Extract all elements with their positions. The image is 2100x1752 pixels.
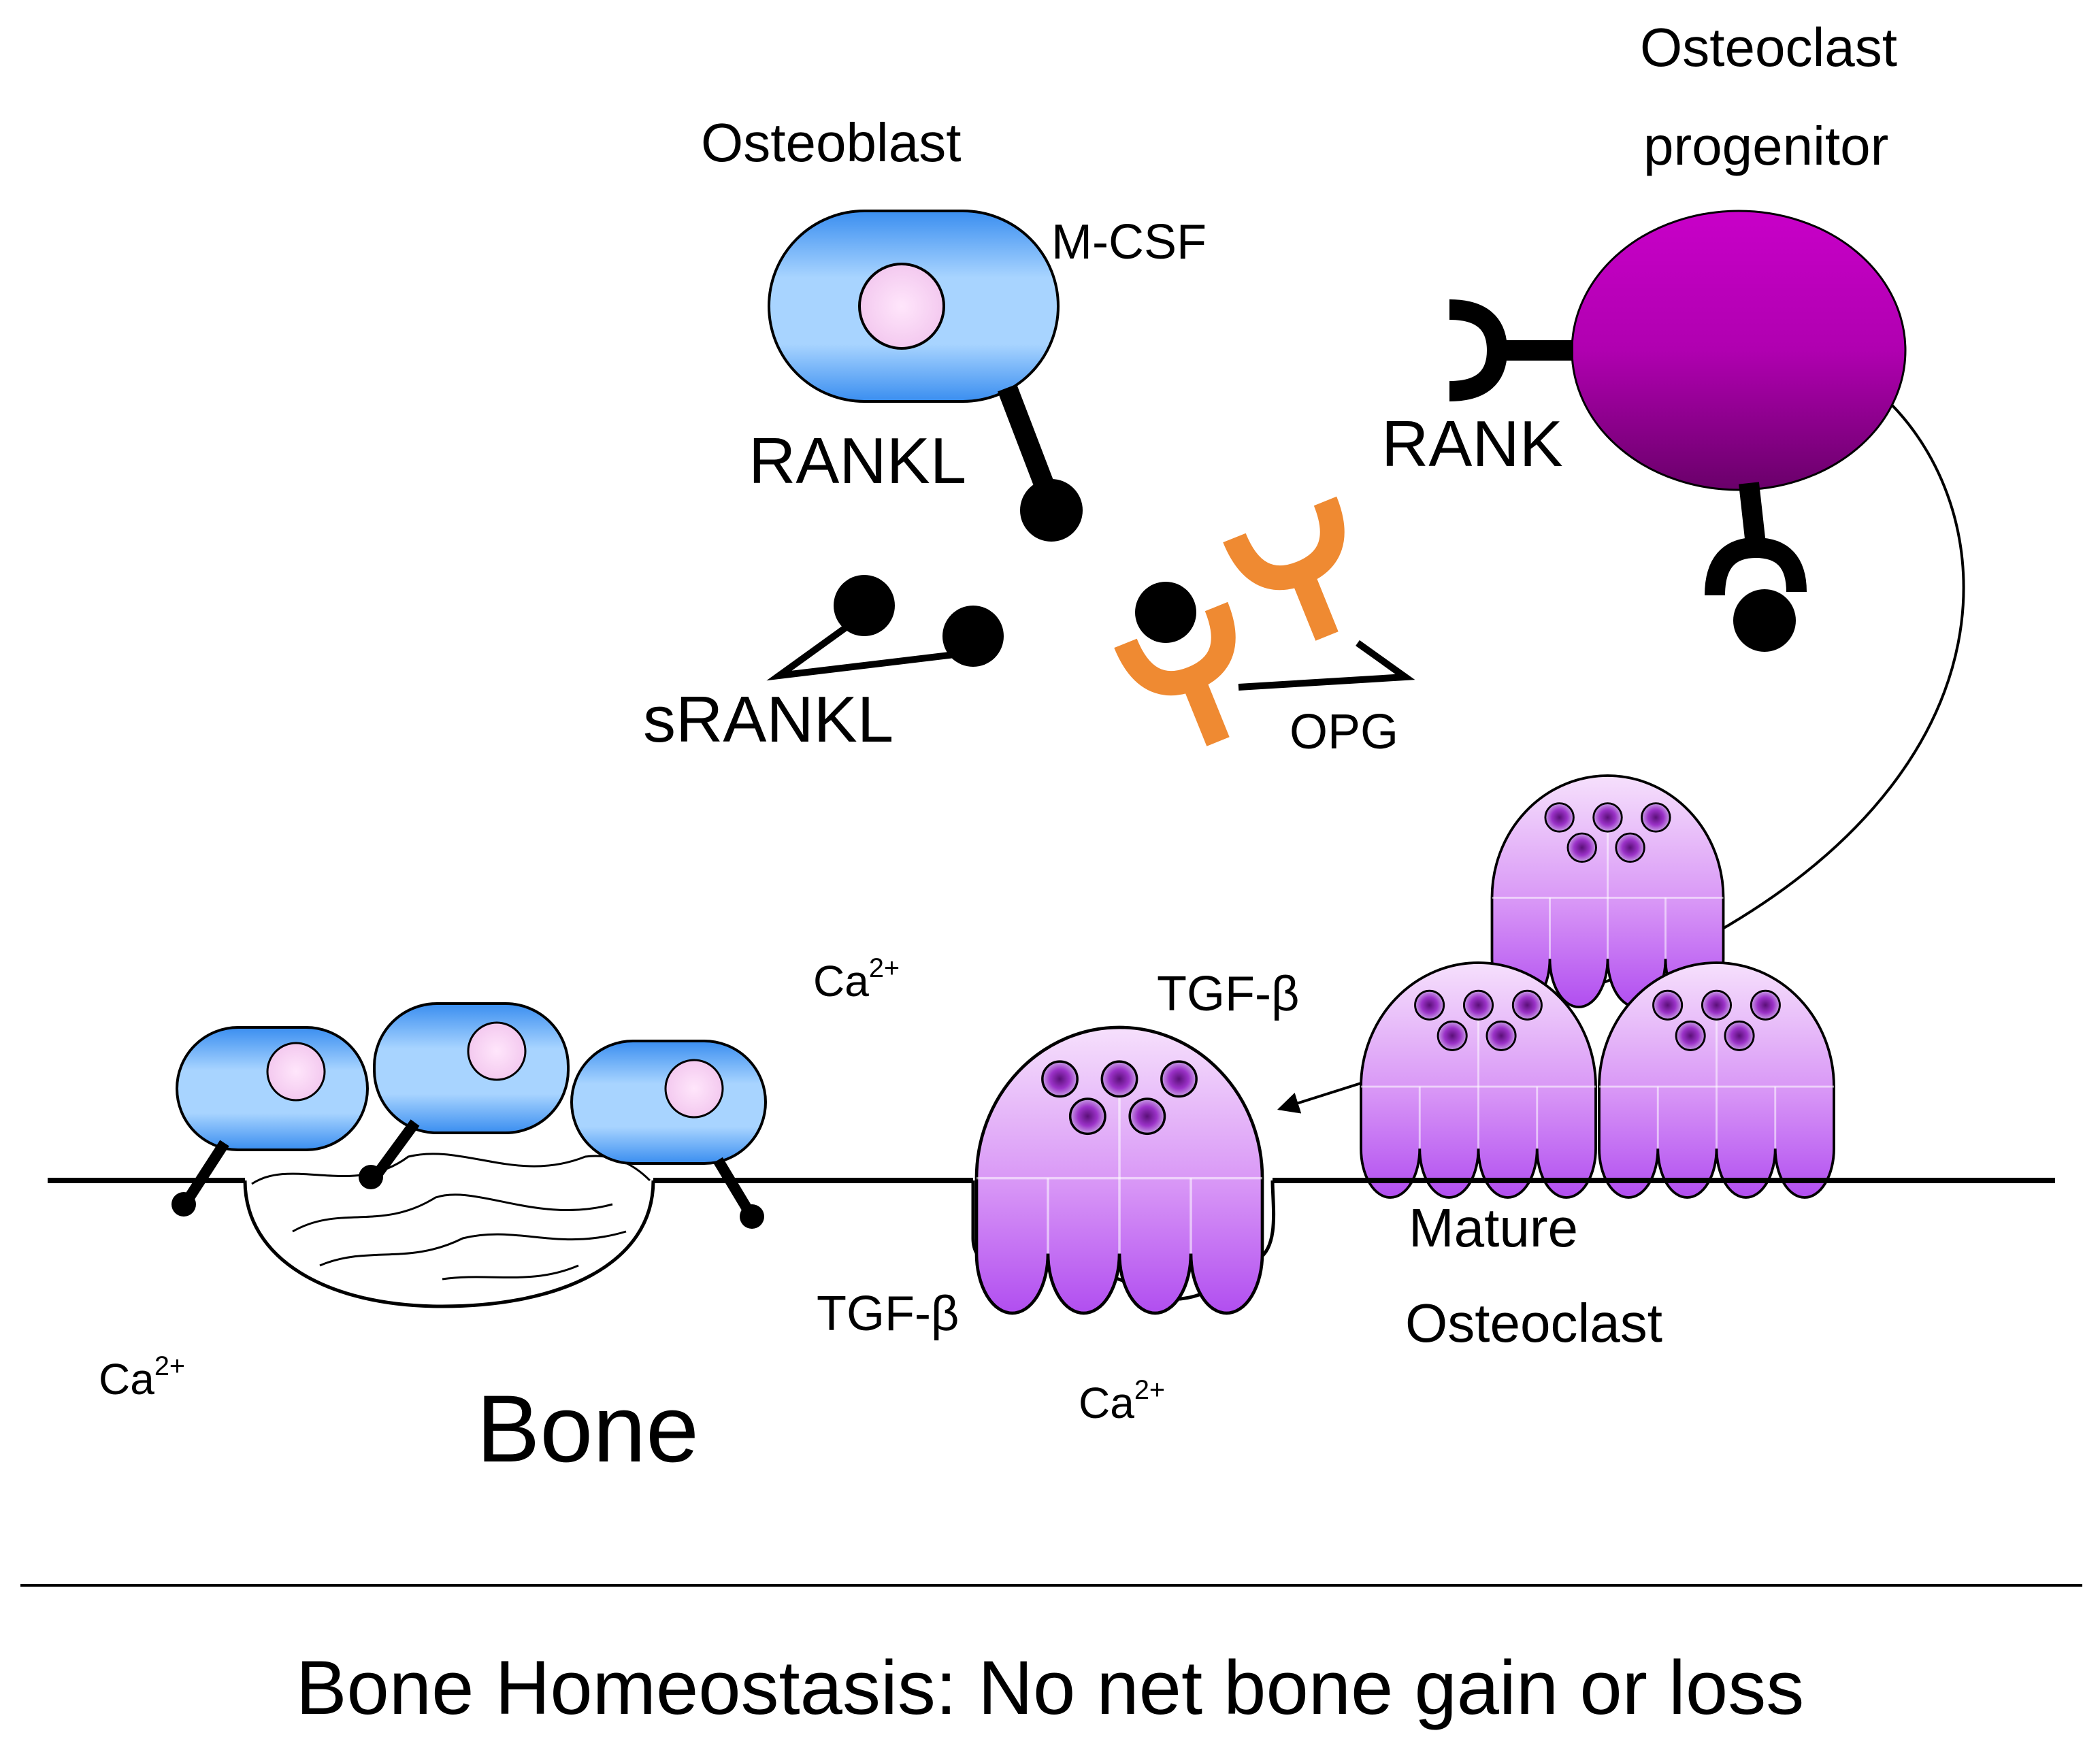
osteoclast-progenitor-cell [1449,210,1907,652]
osteoblast-cell-bottom-1 [171,1026,369,1217]
label-osteoblast: Osteoblast [701,112,962,173]
osteoblast-cell-bottom-2 [359,1002,570,1189]
label-m-csf: M-CSF [1051,215,1207,269]
label-rankl: RANKL [749,425,967,497]
label-opg: OPG [1290,705,1399,759]
label-mature-osteoclast-1: Mature [1409,1197,1578,1258]
differentiation-arrow [1277,1082,1362,1114]
resorbing-osteoclast [977,1027,1262,1313]
label-srankl: sRANKL [643,683,894,756]
label-calcium-3: Ca2+ [1079,1375,1166,1427]
rankl-ball [1020,479,1083,542]
bone-formation-pit [243,1153,655,1308]
label-rank: RANK [1381,408,1563,480]
label-bone: Bone [476,1375,699,1482]
mature-osteoclast-left [1360,961,1597,1199]
label-tgf-beta-top: TGF-β [1157,967,1300,1021]
srankl-molecule [766,575,1004,681]
label-osteoclast-progenitor-1: Osteoclast [1640,17,1897,78]
label-osteoclast-progenitor-2: progenitor [1643,116,1889,176]
label-calcium-1: Ca2+ [813,953,900,1006]
osteoblast-cell-bottom-3 [570,1040,767,1229]
osteoblast-cell [768,210,1083,542]
opg-molecule [1114,496,1415,746]
label-tgf-beta-bottom: TGF-β [817,1287,959,1341]
caption: Bone Homeostasis: No net bone gain or lo… [295,1645,1805,1730]
mature-osteoclast-right [1598,961,1835,1199]
label-mature-osteoclast-2: Osteoclast [1405,1293,1662,1353]
label-calcium-2: Ca2+ [99,1351,186,1404]
